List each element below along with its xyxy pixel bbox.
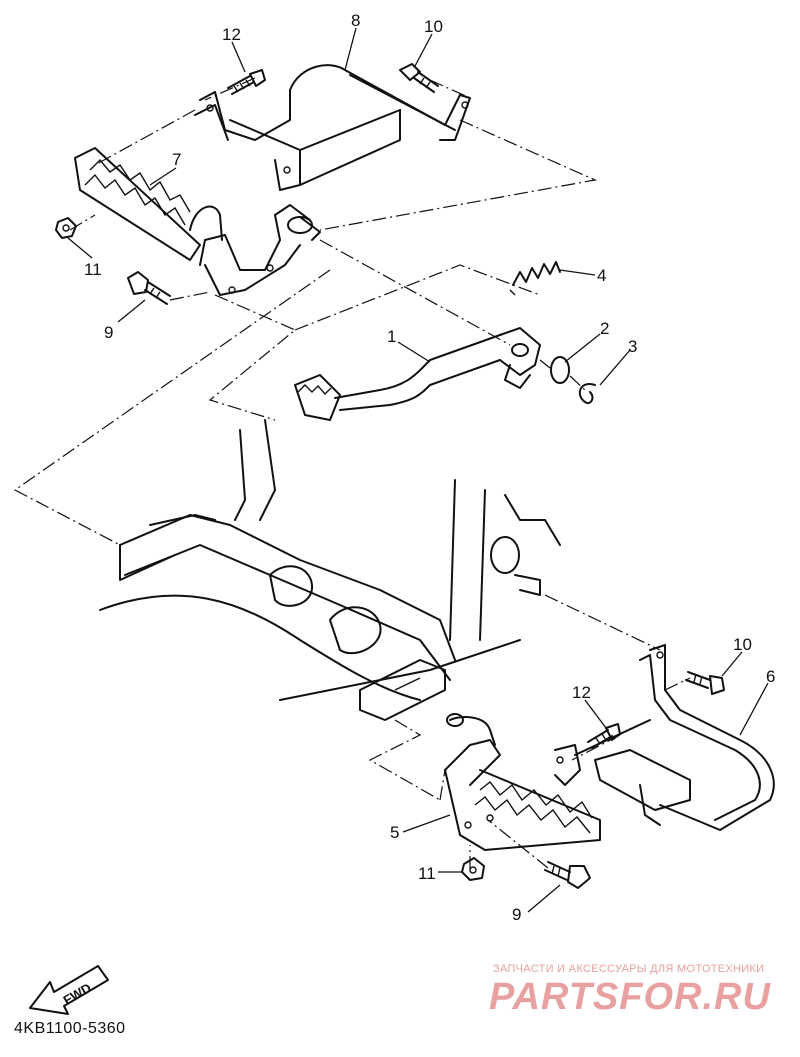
part-number-code: 4KB1100-5360 <box>14 1020 126 1037</box>
part-12-bolt-bottom <box>587 723 621 749</box>
watermark-tagline: ЗАПЧАСТИ И АКСЕССУАРЫ ДЛЯ МОТОТЕХНИКИ <box>493 963 765 975</box>
leader-lines <box>67 27 769 913</box>
part-10-bolt-top <box>399 63 439 93</box>
part-9-bolt-top <box>127 271 171 305</box>
callout-10-top: 10 <box>424 17 443 36</box>
callout-7: 7 <box>172 150 181 169</box>
part-1-brake-pedal <box>294 327 541 421</box>
callout-5: 5 <box>390 823 399 842</box>
part-12-bolt-top <box>227 69 266 95</box>
part-10-bolt-bottom <box>685 671 725 695</box>
callout-12-top: 12 <box>222 25 241 44</box>
part-2-washer <box>550 356 570 384</box>
callout-10-bottom: 10 <box>733 635 752 654</box>
part-11-nut-top <box>55 217 77 239</box>
callout-3: 3 <box>628 337 637 356</box>
callout-4: 4 <box>597 266 606 285</box>
part-5-footrest <box>444 713 601 851</box>
part-4-spring <box>509 261 561 296</box>
callout-1: 1 <box>387 327 396 346</box>
alignment-lines <box>13 77 691 870</box>
part-11-nut-bottom <box>461 857 485 881</box>
callout-labels: 8 12 10 7 11 9 4 1 2 3 10 6 12 5 11 9 <box>84 11 775 924</box>
part-6-bracket <box>554 644 775 831</box>
watermark-logo-text: PARTSFOR.RU <box>489 976 771 1015</box>
callout-6: 6 <box>766 667 775 686</box>
part-3-clip <box>578 383 596 404</box>
callout-9-bottom: 9 <box>512 905 521 924</box>
watermark-logo: PARTSFOR.RU <box>489 976 771 1015</box>
fwd-arrow-icon: FWD <box>29 965 109 1015</box>
callout-11-bottom: 11 <box>418 864 436 883</box>
callout-12-bottom: 12 <box>572 683 591 702</box>
callout-8: 8 <box>351 11 360 30</box>
callout-2: 2 <box>600 319 609 338</box>
callout-9-top: 9 <box>104 323 113 342</box>
part-9-bolt-bottom <box>544 861 591 889</box>
callout-11-top: 11 <box>84 260 102 279</box>
frame <box>99 419 561 721</box>
part-7-footrest <box>74 147 321 296</box>
